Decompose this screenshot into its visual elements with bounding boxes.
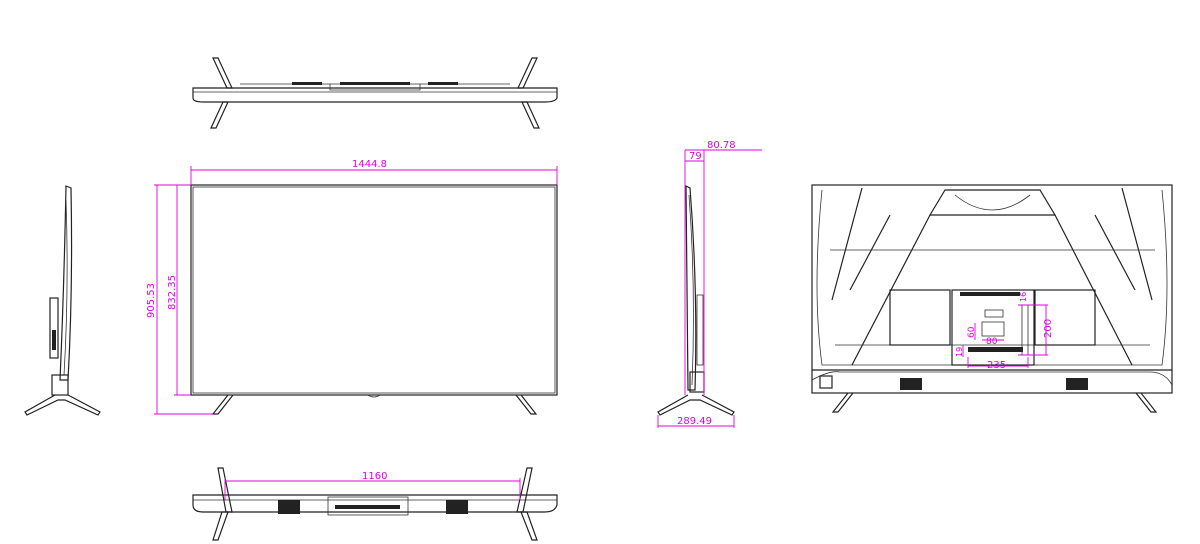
panel-height-label: 832.35 (167, 275, 178, 310)
vesa-vertical-label: 200 (1043, 319, 1054, 338)
vesa-top-offset-label: 16 (1019, 292, 1028, 302)
bottom-view: 1160 (192, 467, 558, 541)
front-view: 1444.8 905.53 832.35 (146, 159, 558, 415)
vesa-bottom-offset-label: 19 (955, 347, 964, 357)
stand-depth-label: 289.49 (677, 416, 712, 427)
max-depth-label: 80.78 (707, 140, 736, 151)
right-side-view: 79 80.78 289.49 (657, 140, 762, 428)
left-side-view (24, 185, 101, 416)
top-view (192, 57, 558, 129)
back-view: 200 16 60 80 19 235 (811, 184, 1173, 413)
panel-depth-label: 79 (689, 151, 702, 162)
vesa-box-height-label: 60 (967, 326, 977, 338)
vesa-horizontal-label: 235 (987, 360, 1006, 371)
stand-spacing-label: 1160 (362, 471, 387, 482)
vesa-box-width-label: 80 (986, 337, 998, 347)
front-width-label: 1444.8 (352, 159, 387, 170)
overall-height-label: 905.53 (146, 283, 157, 318)
